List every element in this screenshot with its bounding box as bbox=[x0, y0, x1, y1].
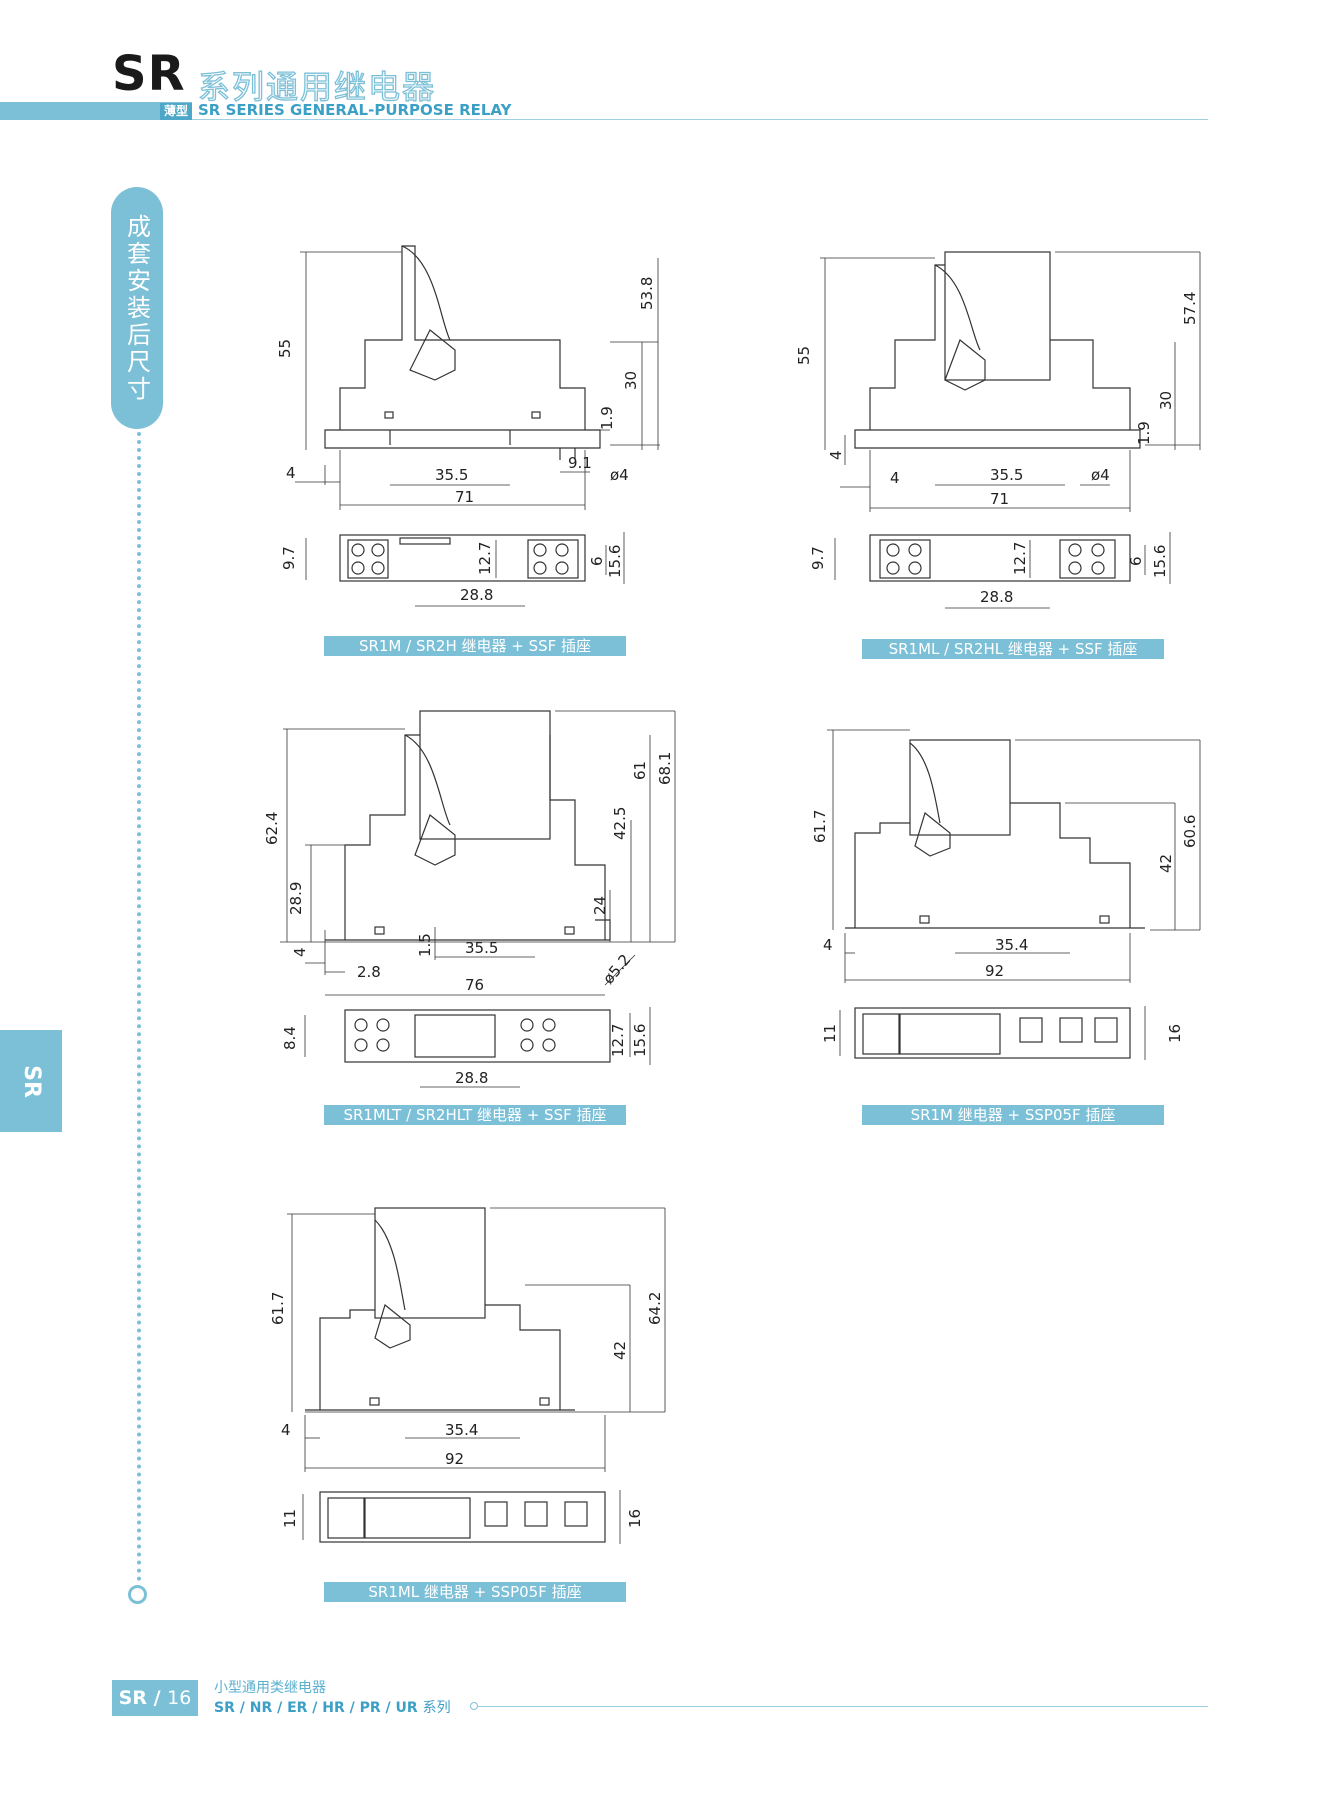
drawing-sr1ml-ssp05f: 61.7 42 64.2 4 35.4 92 11 16 bbox=[269, 1207, 666, 1544]
top-dim-16: 15.6 bbox=[606, 545, 624, 578]
section-label: 成套安装后尺寸 bbox=[122, 213, 151, 403]
top-dim-6: 6 bbox=[588, 556, 606, 566]
caption-drawing-4: SR1M 继电器 + SSP05F 插座 bbox=[862, 1105, 1164, 1125]
dim-width: 71 bbox=[455, 488, 474, 506]
dim-h-base: 1.9 bbox=[1135, 421, 1153, 445]
dim-h-681: 68.1 bbox=[656, 752, 674, 785]
top-dim-h: 9.7 bbox=[809, 546, 827, 570]
footer-category: 小型通用类继电器 bbox=[214, 1680, 326, 1696]
dim-offset: 4 bbox=[890, 469, 900, 487]
dim-dia: ø4 bbox=[610, 466, 629, 484]
dim-pitch: 35.4 bbox=[995, 936, 1028, 954]
dotted-guide bbox=[137, 432, 141, 1582]
dim-h-relay: 53.8 bbox=[638, 277, 656, 310]
footer-series-label: SR / bbox=[118, 1687, 161, 1709]
top-dim-pitch: 12.7 bbox=[1011, 542, 1029, 575]
dim-pitch: 35.5 bbox=[990, 466, 1023, 484]
dim-h-total: 55 bbox=[276, 339, 294, 358]
side-tab-label: SR bbox=[18, 1064, 44, 1098]
dim-dia: ø5.2 bbox=[599, 951, 634, 988]
dim-offset: 4 bbox=[291, 947, 309, 957]
page-title-cn: 系列通用继电器 bbox=[197, 67, 437, 106]
dim-h-base: 1.9 bbox=[598, 406, 616, 430]
footer-rule bbox=[476, 1706, 1208, 1707]
top-dim-w: 28.8 bbox=[460, 586, 493, 604]
dim-pitch: 35.5 bbox=[465, 939, 498, 957]
top-dim-pitch: 12.7 bbox=[476, 542, 494, 575]
top-dim-6: 6 bbox=[1127, 556, 1145, 566]
top-dim-h: 11 bbox=[821, 1024, 839, 1043]
dim-h-total: 62.4 bbox=[263, 812, 281, 845]
dim-width: 76 bbox=[465, 976, 484, 994]
side-tab: SR bbox=[0, 1030, 62, 1132]
caption-drawing-3: SR1MLT / SR2HLT 继电器 + SSF 插座 bbox=[324, 1105, 626, 1125]
dim-1-5: 1.5 bbox=[416, 933, 434, 957]
dim-hole: 9.1 bbox=[568, 454, 592, 472]
dim-h-42: 42 bbox=[1157, 854, 1175, 873]
section-pill: 成套安装后尺寸 bbox=[111, 187, 163, 429]
dim-h-relay: 57.4 bbox=[1181, 292, 1199, 325]
dim-offset: 4 bbox=[286, 464, 296, 482]
dim-h-total: 55 bbox=[795, 346, 813, 365]
dim-pitch: 35.5 bbox=[435, 466, 468, 484]
drawing-sr1mlt-ssf: 62.4 28.9 61 68.1 42.5 24 4 2.8 1.5 35.5… bbox=[263, 710, 676, 1088]
dim-h-socket: 28.9 bbox=[287, 882, 305, 915]
dim-offset: 4 bbox=[823, 936, 833, 954]
drawing-sr1m-ssp05f: 61.7 42 60.6 4 35.4 92 11 16 bbox=[811, 729, 1201, 1060]
top-dim-w: 28.8 bbox=[455, 1069, 488, 1087]
top-dim-16: 16 bbox=[1166, 1024, 1184, 1043]
dim-h-42: 42 bbox=[611, 1341, 629, 1360]
dim-h-642: 64.2 bbox=[646, 1292, 664, 1325]
top-dim-h: 9.7 bbox=[280, 546, 298, 570]
brand-logo-text: SR bbox=[112, 46, 186, 102]
header-band bbox=[0, 102, 192, 120]
top-dim-h: 8.4 bbox=[281, 1026, 299, 1050]
caption-drawing-5: SR1ML 继电器 + SSP05F 插座 bbox=[324, 1582, 626, 1602]
dim-width: 71 bbox=[990, 490, 1009, 508]
dim-width: 92 bbox=[985, 962, 1004, 980]
dim-h-425: 42.5 bbox=[611, 807, 629, 840]
dim-h-61: 61 bbox=[631, 761, 649, 780]
page-subtitle-en: SR SERIES GENERAL-PURPOSE RELAY bbox=[198, 101, 512, 119]
footer-rule-dot bbox=[470, 1702, 478, 1710]
footer-page-box: SR / 16 bbox=[112, 1680, 198, 1716]
dim-offset: 4 bbox=[281, 1421, 291, 1439]
header-rule bbox=[192, 119, 1208, 120]
footer-series-suffix: 系列 bbox=[422, 1700, 451, 1716]
top-dim-w: 28.8 bbox=[980, 588, 1013, 606]
guide-end-ring bbox=[128, 1585, 147, 1604]
dim-2-8: 2.8 bbox=[357, 963, 381, 981]
dim-pitch: 35.4 bbox=[445, 1421, 478, 1439]
header-tag: 薄型 bbox=[160, 103, 193, 120]
page-number: 16 bbox=[167, 1687, 192, 1709]
top-dim-pitch: 12.7 bbox=[609, 1024, 627, 1057]
top-dim-16: 15.6 bbox=[1151, 545, 1169, 578]
dim-h-606: 60.6 bbox=[1181, 815, 1199, 848]
dim-h-total: 61.7 bbox=[269, 1292, 287, 1325]
dim-offset-left: 4 bbox=[827, 450, 845, 460]
top-dim-h: 11 bbox=[281, 1509, 299, 1528]
drawing-sr1ml-ssf: 55 57.4 30 1.9 4 4 35.5 ø4 71 9.7 12.7 2… bbox=[795, 251, 1201, 609]
footer-series-list: SR / NR / ER / HR / PR / UR bbox=[214, 1700, 418, 1716]
dim-dia: ø4 bbox=[1091, 466, 1110, 484]
dim-width: 92 bbox=[445, 1450, 464, 1468]
drawing-sr1m-ssf: 55 53.8 30 1.9 4 35.5 9.1 ø4 71 9.7 12.7… bbox=[276, 245, 660, 607]
caption-drawing-2: SR1ML / SR2HL 继电器 + SSF 插座 bbox=[862, 639, 1164, 659]
caption-drawing-1: SR1M / SR2H 继电器 + SSF 插座 bbox=[324, 636, 626, 656]
top-dim-16: 16 bbox=[626, 1509, 644, 1528]
footer-series: SR / NR / ER / HR / PR / UR 系列 bbox=[214, 1697, 451, 1717]
dim-h-socket: 30 bbox=[1157, 391, 1175, 410]
dim-h-socket: 30 bbox=[622, 371, 640, 390]
top-dim-16: 15.6 bbox=[631, 1024, 649, 1057]
dim-h-24: 24 bbox=[591, 896, 609, 915]
dim-h-total: 61.7 bbox=[811, 810, 829, 843]
